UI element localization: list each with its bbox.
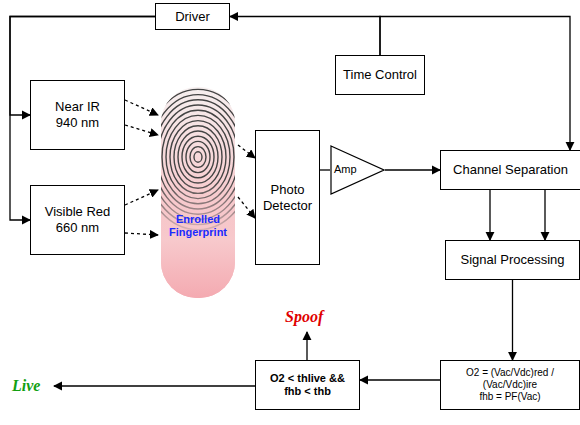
- node-text: Channel Separation: [453, 162, 568, 178]
- finger-drawing: [158, 85, 238, 300]
- node-text: Visible Red 660 nm: [44, 204, 112, 235]
- light-path: [238, 197, 255, 218]
- formula-box: O2 = (Vac/Vdc)red / (Vac/Vdc)irefhb = PF…: [440, 360, 580, 410]
- detector-box: Photo Detector: [255, 130, 320, 265]
- light-path: [125, 125, 158, 135]
- node-text: Near IR 940 nm: [44, 99, 112, 130]
- signal-line: [320, 169, 330, 170]
- light-path: [125, 190, 158, 205]
- signal-line: [230, 17, 380, 56]
- spoof-arrow: [306, 332, 307, 360]
- outcome-label: Spoof: [285, 308, 323, 325]
- node-text: Signal Processing: [460, 252, 564, 268]
- light-path: [238, 145, 255, 158]
- outcome-label: Live: [12, 377, 40, 394]
- label-holder: Spoof: [285, 307, 323, 326]
- signal-line: [512, 280, 513, 360]
- node-text: O2 < thlive && fhb < thb: [260, 372, 355, 398]
- light-path: [125, 233, 158, 235]
- process-box: Signal Processing: [445, 240, 580, 280]
- decision-box: O2 < thlive && fhb < thb: [255, 360, 360, 410]
- driver-box: Driver: [155, 3, 230, 30]
- signal-line: [544, 190, 545, 240]
- signal-line: [489, 190, 490, 240]
- led-box: Near IR 940 nm: [30, 80, 125, 150]
- node-text: Driver: [175, 9, 210, 25]
- signal-line: [385, 169, 440, 170]
- light-path: [125, 100, 158, 115]
- amplifier-symbol: Amp: [330, 145, 385, 195]
- led-box: Visible Red 660 nm: [30, 185, 125, 255]
- node-text: Amp: [334, 163, 357, 176]
- node-subtext: fhb = PF(Vac): [479, 391, 540, 403]
- label-holder: Live: [12, 376, 40, 395]
- live-arrow: [54, 385, 255, 386]
- finger-illustration: Enrolled Fingerprint: [158, 85, 238, 300]
- signal-line: [360, 379, 440, 380]
- node-text: Enrolled Fingerprint: [158, 213, 238, 239]
- node-text: Photo Detector: [260, 182, 315, 213]
- node-text: O2 = (Vac/Vdc)red / (Vac/Vdc)ire: [445, 367, 575, 391]
- timing-box: Time Control: [335, 55, 425, 95]
- process-box: Channel Separation: [440, 150, 580, 190]
- node-text: Time Control: [343, 67, 417, 83]
